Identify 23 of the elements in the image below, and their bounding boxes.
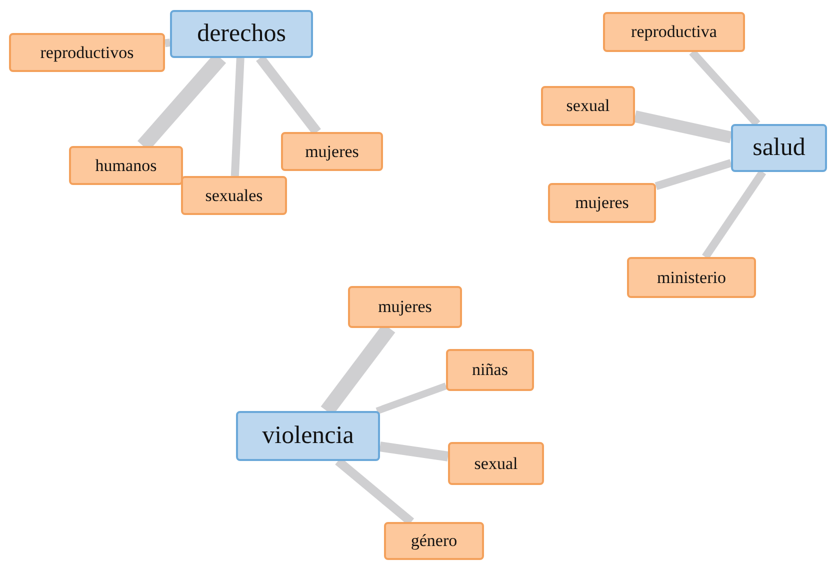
- connector-line: [164, 38, 170, 48]
- term-box: reproductiva: [603, 12, 745, 52]
- term-box: sexual: [448, 442, 544, 485]
- connector-line: [634, 110, 732, 144]
- connector-line: [654, 159, 732, 190]
- term-box: mujeres: [548, 183, 656, 223]
- connector-line: [379, 442, 449, 462]
- hub-term-box: violencia: [236, 411, 380, 461]
- term-box: mujeres: [348, 286, 462, 328]
- connector-line: [689, 49, 760, 127]
- term-box: sexual: [541, 86, 635, 126]
- connector-line: [702, 170, 766, 260]
- term-box: niñas: [446, 349, 534, 391]
- hub-term-box: derechos: [170, 10, 313, 58]
- term-box: ministerio: [627, 257, 756, 298]
- term-box: mujeres: [281, 132, 383, 171]
- term-box: género: [384, 522, 484, 560]
- connector-line: [376, 382, 448, 414]
- term-box: humanos: [69, 146, 183, 185]
- hub-term-box: salud: [731, 124, 827, 172]
- term-box: sexuales: [181, 176, 287, 215]
- connector-line: [230, 58, 244, 176]
- term-box: reproductivos: [9, 33, 165, 72]
